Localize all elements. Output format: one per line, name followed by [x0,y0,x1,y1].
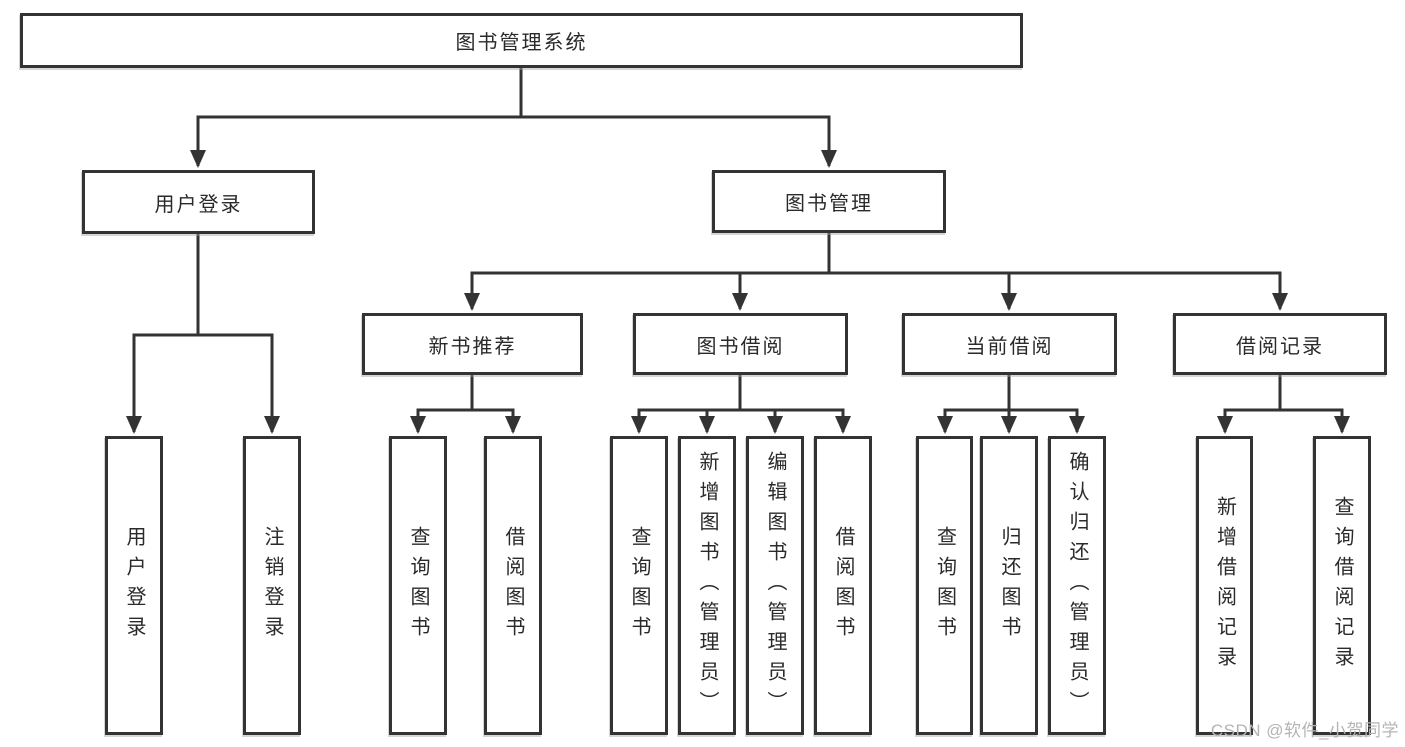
current-borrow-node: 当前借阅 [902,313,1117,375]
leaf-edit-books-admin: 编辑图书（管理员） [746,436,804,735]
book-management-node: 图书管理 [712,170,946,233]
new-book-recommend-node: 新书推荐 [362,313,583,375]
borrow-record-node: 借阅记录 [1173,313,1387,375]
leaf-query-borrow-record: 查询借阅记录 [1313,436,1371,735]
leaf-add-borrow-record: 新增借阅记录 [1196,436,1253,735]
connector-arrows [126,117,1350,434]
leaf-borrow-books-recommend: 借阅图书 [484,436,542,735]
leaf-query-books-recommend: 查询图书 [389,436,447,735]
leaf-user-login: 用户登录 [105,436,163,735]
leaf-confirm-return-admin: 确认归还（管理员） [1048,436,1106,735]
csdn-watermark: CSDN @软件_小贺同学 [1210,721,1399,740]
leaf-borrow-books: 借阅图书 [814,436,872,735]
system-root-node: 图书管理系统 [20,13,1023,68]
leaf-return-books: 归还图书 [980,436,1038,735]
user-login-node: 用户登录 [82,170,315,234]
leaf-logout: 注销登录 [243,436,301,735]
leaf-add-books-admin: 新增图书（管理员） [678,436,736,735]
book-borrow-node: 图书借阅 [633,313,848,375]
leaf-query-books-borrow: 查询图书 [610,436,668,735]
leaf-query-books-current: 查询图书 [916,436,973,735]
